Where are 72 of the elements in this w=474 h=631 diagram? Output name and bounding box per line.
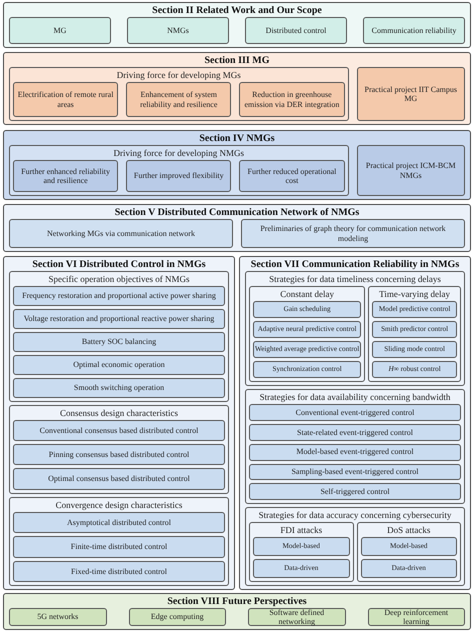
section-panel	[3, 593, 471, 630]
group-title: FDI attacks	[279, 524, 324, 538]
group-title: DoS attacks	[386, 524, 432, 538]
group-panel	[356, 522, 461, 582]
topic-box: Distributed control	[245, 17, 347, 44]
topic-box: Reduction in greenhouse emission via DER integration	[239, 82, 345, 117]
group-title: Driving force for developing NMGs	[112, 147, 245, 160]
group-panel	[368, 286, 461, 382]
section-panel	[3, 130, 471, 200]
group-panel	[245, 389, 465, 504]
group-panel	[245, 507, 465, 586]
topic-box: Practical project IIT Campus MG	[356, 67, 465, 121]
section-panel	[3, 2, 471, 48]
group-panel	[9, 271, 229, 402]
topic-box: Optimal consensus based distributed control	[13, 468, 225, 490]
topic-box: NMGs	[127, 17, 229, 44]
group-title: Specific operation objectives of NMGs	[48, 273, 190, 286]
topic-box: Communication reliability	[363, 17, 465, 44]
section-title: Section V Distributed Communication Network of NMGs	[114, 206, 360, 219]
topic-box: Asymptotical distributed control	[13, 512, 225, 534]
group-title: Consensus design characteristics	[59, 406, 179, 420]
topic-box: Battery SOC balancing	[13, 332, 225, 352]
section-panel	[3, 52, 471, 125]
topic-box: Practical project ICM-BCM NMGs	[356, 145, 465, 196]
section-panel	[3, 204, 471, 252]
group-panel	[9, 67, 349, 121]
section-title: Section VI Distributed Control in NMGs	[31, 258, 207, 271]
section-title: Section III MG	[204, 54, 270, 67]
group-title: Strategies for data timeliness concerning delays	[268, 273, 442, 286]
group-panel	[249, 522, 354, 582]
topic-box: Optimal economic operation	[13, 354, 225, 375]
topic-box: Further improved flexibility	[126, 160, 232, 192]
topic-box: Frequency restoration and proportional active power sharing	[13, 286, 225, 306]
topic-box: Enhancement of system reliability and resilience	[126, 82, 232, 117]
topic-box: Conventional consensus based distributed control	[13, 420, 225, 442]
group-panel	[245, 271, 465, 386]
topic-box: Smooth switching operation	[13, 378, 225, 398]
section-title: Section VII Communication Reliability in NMGs	[250, 258, 460, 271]
group-panel	[9, 145, 349, 196]
topic-box: Sampling-based event-triggered control	[249, 464, 461, 480]
topic-box: Self-triggered control	[249, 483, 461, 500]
group-title: Constant delay	[279, 288, 335, 301]
section-title: Section II Related Work and Our Scope	[151, 4, 323, 17]
group-title: Driving force for developing MGs	[116, 69, 242, 82]
topic-box: Deep reinforcement learning	[368, 608, 465, 626]
group-panel	[9, 496, 229, 586]
topic-box: Preliminaries of graph theory for communication network modeling	[241, 219, 465, 248]
section-panel	[239, 256, 471, 590]
topic-box: Model-based event-triggered control	[249, 444, 461, 461]
topic-box: 5G networks	[9, 608, 106, 626]
topic-box: MG	[9, 17, 111, 44]
topic-box: Further reduced operational cost	[239, 160, 345, 192]
topic-box: Electrification of remote rural areas	[13, 82, 118, 117]
group-title: Strategies for data accuracy concerning cybersecurity	[258, 509, 452, 522]
group-title: Time-varying delay	[378, 288, 452, 301]
topic-box: Software defined networking	[248, 608, 346, 626]
topic-box: Edge computing	[128, 608, 226, 626]
section-title: Section IV NMGs	[198, 132, 276, 145]
group-panel	[9, 404, 229, 494]
topic-box: Networking MGs via communication network	[9, 219, 233, 248]
section-panel	[3, 256, 235, 590]
group-panel	[249, 286, 366, 382]
topic-box: Conventional event-triggered control	[249, 404, 461, 421]
topic-box: Finite-time distributed control	[13, 536, 225, 558]
group-title: Convergence design characteristics	[54, 498, 184, 512]
topic-box: State-related event-triggered control	[249, 424, 461, 441]
topic-box: Voltage restoration and proportional reactive power sharing	[13, 308, 225, 329]
topic-box: Pinning consensus based distributed control	[13, 444, 225, 466]
section-title: Section VIII Future Perspectives	[166, 595, 308, 608]
group-title: Strategies for data availability concerning bandwidth	[258, 391, 452, 404]
topic-box: Further enhanced reliability and resilience	[13, 160, 118, 192]
topic-box: Fixed-time distributed control	[13, 560, 225, 582]
